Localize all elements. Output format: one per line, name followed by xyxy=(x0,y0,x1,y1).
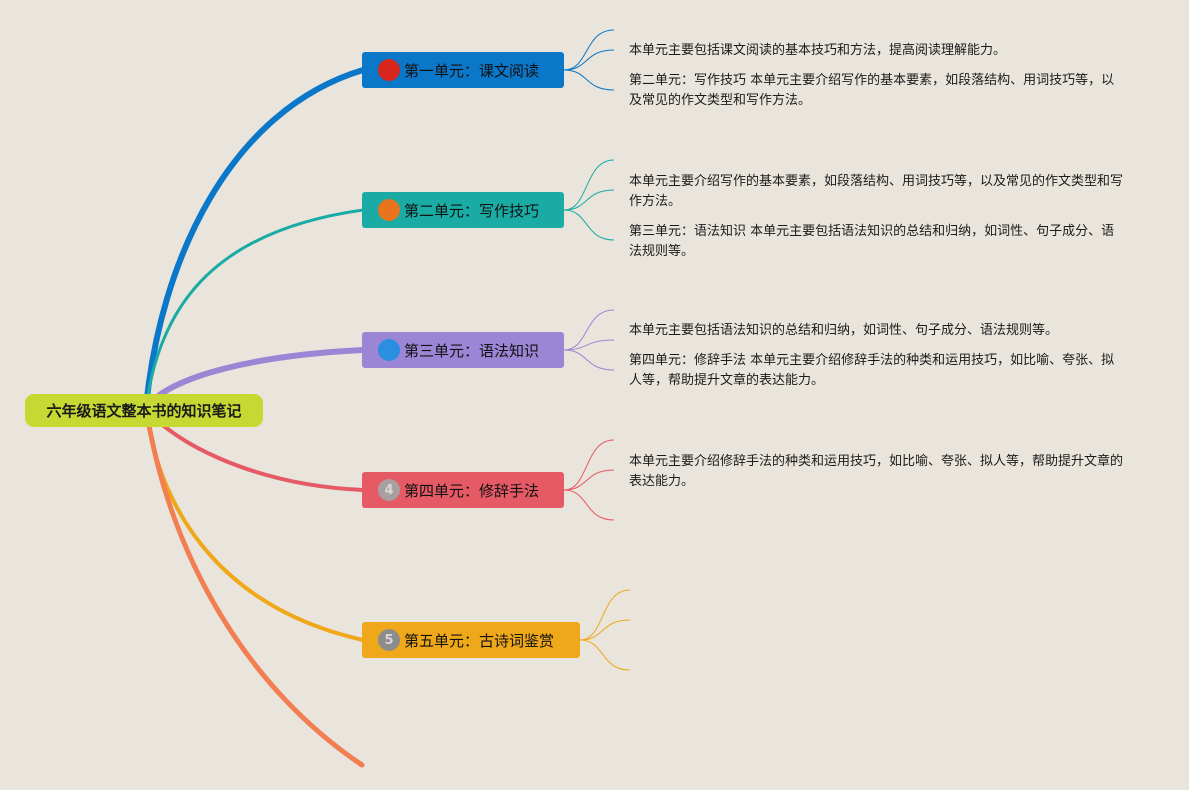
number-badge-icon: 1 xyxy=(378,59,400,81)
note-2-1[interactable]: 本单元主要介绍写作的基本要素，如段落结构、用词技巧等，以及常见的作文类型和写作方… xyxy=(629,174,1124,209)
twig-1-2 xyxy=(563,49,615,71)
twig-3-1 xyxy=(563,309,615,351)
unit-topic-3[interactable]: 3 第三单元：语法知识 xyxy=(362,332,564,368)
unit-topic-label: 第五单元：古诗词鉴赏 xyxy=(404,631,555,650)
unit-topic-label: 第一单元：课文阅读 xyxy=(404,61,540,80)
note-3-1[interactable]: 本单元主要包括语法知识的总结和归纳，如词性、句子成分、语法规则等。 xyxy=(629,323,1059,338)
number-badge-icon: 5 xyxy=(378,629,400,651)
unit-topic-5[interactable]: 5 第五单元：古诗词鉴赏 xyxy=(362,622,580,658)
unit-topic-1[interactable]: 1 第一单元：课文阅读 xyxy=(362,52,564,88)
twig-5-3 xyxy=(579,639,631,671)
twig-3-3 xyxy=(563,349,615,371)
number-badge-icon: 2 xyxy=(378,199,400,221)
note-4-1[interactable]: 本单元主要介绍修辞手法的种类和运用技巧，如比喻、夸张、拟人等，帮助提升文章的表达… xyxy=(629,454,1124,489)
branch-2 xyxy=(144,208,365,410)
twig-1-3 xyxy=(563,69,615,91)
twig-2-3 xyxy=(563,209,615,241)
root-topic[interactable]: 六年级语文整本书的知识笔记 xyxy=(25,394,263,427)
note-1-1[interactable]: 本单元主要包括课文阅读的基本技巧和方法，提高阅读理解能力。 xyxy=(629,43,1007,58)
twig-2-2 xyxy=(563,189,615,211)
number-badge-icon: 4 xyxy=(378,479,400,501)
twig-4-1 xyxy=(563,439,615,491)
twig-4-3 xyxy=(563,489,615,521)
unit-topic-4[interactable]: 4 第四单元：修辞手法 xyxy=(362,472,564,508)
note-2-2[interactable]: 第三单元：语法知识 本单元主要包括语法知识的总结和归纳，如词性、句子成分、语法规… xyxy=(629,224,1115,259)
twig-4-2 xyxy=(563,469,615,491)
branch-1 xyxy=(143,67,366,411)
unit-topic-2[interactable]: 2 第二单元：写作技巧 xyxy=(362,192,564,228)
note-3-2[interactable]: 第四单元：修辞手法 本单元主要介绍修辞手法的种类和运用技巧，如比喻、夸张、拟人等… xyxy=(629,353,1115,388)
twig-2-1 xyxy=(563,159,615,211)
unit-topic-label: 第二单元：写作技巧 xyxy=(404,201,540,220)
unit-topic-label: 第三单元：语法知识 xyxy=(404,341,540,360)
twig-5-1 xyxy=(579,589,631,641)
twig-3-2 xyxy=(563,339,615,351)
twig-5-2 xyxy=(579,619,631,641)
number-badge-icon: 3 xyxy=(378,339,400,361)
twig-1-1 xyxy=(563,29,615,71)
note-1-2[interactable]: 第二单元：写作技巧 本单元主要介绍写作的基本要素，如段落结构、用词技巧等，以及常… xyxy=(629,73,1115,108)
unit-topic-label: 第四单元：修辞手法 xyxy=(404,481,540,500)
root-topic-label: 六年级语文整本书的知识笔记 xyxy=(46,402,242,420)
branch-extra xyxy=(143,405,365,768)
